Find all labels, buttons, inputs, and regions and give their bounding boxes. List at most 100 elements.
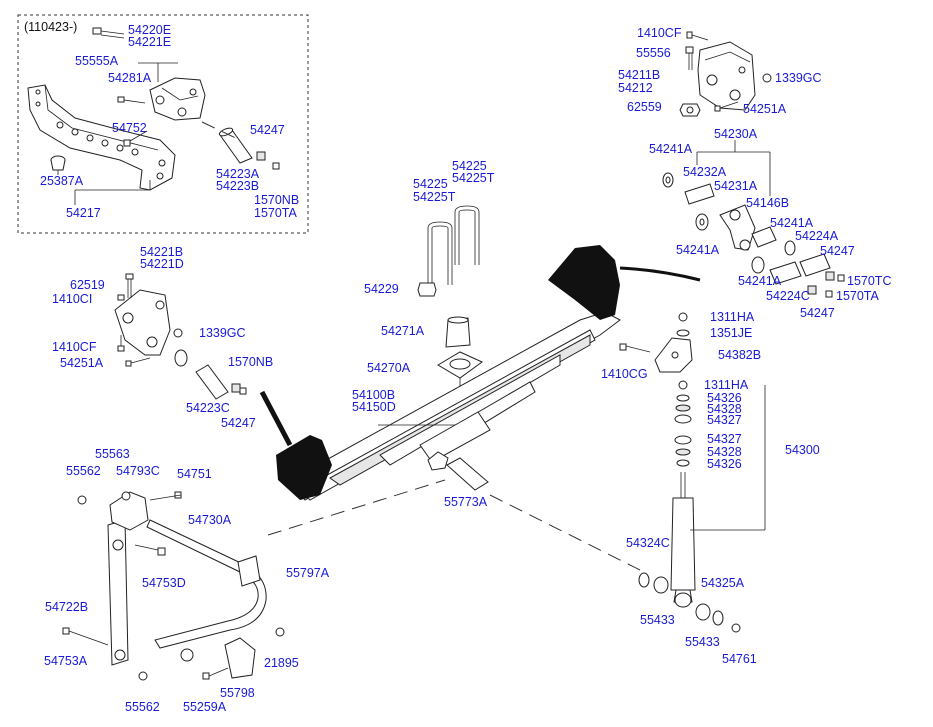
label-55773A[interactable]: 55773A — [444, 495, 488, 509]
bump-stop-54271A — [445, 316, 471, 348]
shock-bracket-54382B — [654, 337, 693, 373]
label-54221E[interactable]: 54221E — [128, 35, 172, 49]
label-1570NB-inset[interactable]: 1570NB — [254, 193, 300, 207]
label-62559[interactable]: 62559 — [627, 100, 662, 114]
washer-54324C — [638, 572, 650, 588]
spring-eye-front — [276, 435, 332, 500]
label-54221D[interactable]: 54221D — [140, 257, 184, 271]
label-54730A[interactable]: 54730A — [188, 513, 232, 527]
label-54100B[interactable]: 54100B — [352, 388, 396, 402]
label-1570TC[interactable]: 1570TC — [847, 274, 892, 288]
label-54382B[interactable]: 54382B — [718, 348, 762, 362]
u-bolt-54225 — [427, 205, 480, 285]
label-54324C[interactable]: 54324C — [626, 536, 670, 550]
bolt-54251A-top — [714, 101, 739, 112]
label-54225T-b[interactable]: 54225T — [413, 190, 456, 204]
label-54247-inset[interactable]: 54247 — [250, 123, 285, 137]
label-54225-a[interactable]: 54225 — [452, 159, 487, 173]
label-54281A[interactable]: 54281A — [108, 71, 152, 85]
label-54230A[interactable]: 54230A — [714, 127, 758, 141]
label-1351JE[interactable]: 1351JE — [710, 326, 753, 340]
label-55259A[interactable]: 55259A — [183, 700, 227, 714]
label-54761[interactable]: 54761 — [722, 652, 757, 666]
label-54327-b[interactable]: 54327 — [707, 432, 742, 446]
label-1410CG[interactable]: 1410CG — [601, 367, 648, 381]
label-54150D[interactable]: 54150D — [352, 400, 396, 414]
label-54753D[interactable]: 54753D — [142, 576, 186, 590]
label-54251A-top[interactable]: 54251A — [743, 102, 787, 116]
label-62519[interactable]: 62519 — [70, 278, 105, 292]
label-55556[interactable]: 55556 — [636, 46, 671, 60]
label-54223C[interactable]: 54223C — [186, 401, 230, 415]
pad-54270A — [437, 351, 483, 379]
label-54328-b[interactable]: 54328 — [707, 445, 742, 459]
label-54241A-4[interactable]: 54241A — [738, 274, 782, 288]
label-55563[interactable]: 55563 — [95, 447, 130, 461]
label-54211B[interactable]: 54211B — [618, 68, 661, 82]
label-54751[interactable]: 54751 — [177, 467, 212, 481]
label-54241A-2[interactable]: 54241A — [770, 216, 814, 230]
label-55562-top[interactable]: 55562 — [66, 464, 101, 478]
label-54793C[interactable]: 54793C — [116, 464, 160, 478]
label-1570TA-inset[interactable]: 1570TA — [254, 206, 297, 220]
pin-54146B — [751, 226, 777, 248]
label-54225-b[interactable]: 54225 — [413, 177, 448, 191]
label-54752[interactable]: 54752 — [112, 121, 147, 135]
label-54328-a[interactable]: 54328 — [707, 402, 742, 416]
label-54241A-1[interactable]: 54241A — [649, 142, 693, 156]
label-54300[interactable]: 54300 — [785, 443, 820, 457]
label-1339GC-mid[interactable]: 1339GC — [199, 326, 246, 340]
label-1311HA-top[interactable]: 1311HA — [710, 310, 755, 324]
label-54326-b[interactable]: 54326 — [707, 457, 742, 471]
label-54220E[interactable]: 54220E — [128, 23, 172, 37]
label-55433-b[interactable]: 55433 — [685, 635, 720, 649]
label-54326-a[interactable]: 54326 — [707, 391, 742, 405]
label-55433-a[interactable]: 55433 — [640, 613, 675, 627]
label-54247-r2[interactable]: 54247 — [800, 306, 835, 320]
label-54241A-3[interactable]: 54241A — [676, 243, 720, 257]
label-54753A[interactable]: 54753A — [44, 654, 88, 668]
label-54146B[interactable]: 54146B — [746, 196, 790, 210]
nut-1311HA-top — [678, 312, 688, 322]
label-54247-r1[interactable]: 54247 — [820, 244, 855, 258]
label-54224A[interactable]: 54224A — [795, 229, 839, 243]
label-54229[interactable]: 54229 — [364, 282, 399, 296]
label-54223B[interactable]: 54223B — [216, 179, 260, 193]
inset-frame — [17, 14, 309, 234]
hanger-54211B — [697, 41, 756, 111]
label-55797A[interactable]: 55797A — [286, 566, 330, 580]
stabilizer-bar-54730A — [146, 519, 267, 649]
label-1570NB-mid[interactable]: 1570NB — [228, 355, 274, 369]
label-55555A[interactable]: 55555A — [75, 54, 119, 68]
bushing-54232A — [684, 183, 715, 205]
label-54327-a[interactable]: 54327 — [707, 413, 742, 427]
label-1311HA[interactable]: 1311HA — [704, 378, 749, 392]
label-54232A[interactable]: 54232A — [683, 165, 727, 179]
label-54217[interactable]: 54217 — [66, 206, 101, 220]
bolt-1410CF-mid — [117, 335, 125, 352]
label-54251A-mid[interactable]: 54251A — [60, 356, 104, 370]
label-54212[interactable]: 54212 — [618, 81, 653, 95]
label-25387A[interactable]: 25387A — [40, 174, 84, 188]
label-54225T-a[interactable]: 54225T — [452, 171, 495, 185]
label-54722B[interactable]: 54722B — [45, 600, 89, 614]
bushing-55433-b — [695, 603, 711, 621]
label-54231A[interactable]: 54231A — [714, 179, 758, 193]
label-21895[interactable]: 21895 — [264, 656, 299, 670]
label-54221B[interactable]: 54221B — [140, 245, 184, 259]
label-1339GC-top[interactable]: 1339GC — [775, 71, 822, 85]
label-55562-bot[interactable]: 55562 — [125, 700, 160, 714]
label-1410CF-top[interactable]: 1410CF — [637, 26, 682, 40]
label-54247-mid[interactable]: 54247 — [221, 416, 256, 430]
label-54223A[interactable]: 54223A — [216, 167, 260, 181]
washer-54241A-4 — [751, 256, 765, 274]
label-54271A[interactable]: 54271A — [381, 324, 425, 338]
label-1570TA-right[interactable]: 1570TA — [836, 289, 879, 303]
label-1410CF-mid[interactable]: 1410CF — [52, 340, 97, 354]
label-54224C[interactable]: 54224C — [766, 289, 810, 303]
label-55798[interactable]: 55798 — [220, 686, 255, 700]
label-54270A[interactable]: 54270A — [367, 361, 411, 375]
washer-1339GC-mid — [173, 328, 188, 367]
label-54325A[interactable]: 54325A — [701, 576, 745, 590]
label-1410CI[interactable]: 1410CI — [52, 292, 93, 306]
